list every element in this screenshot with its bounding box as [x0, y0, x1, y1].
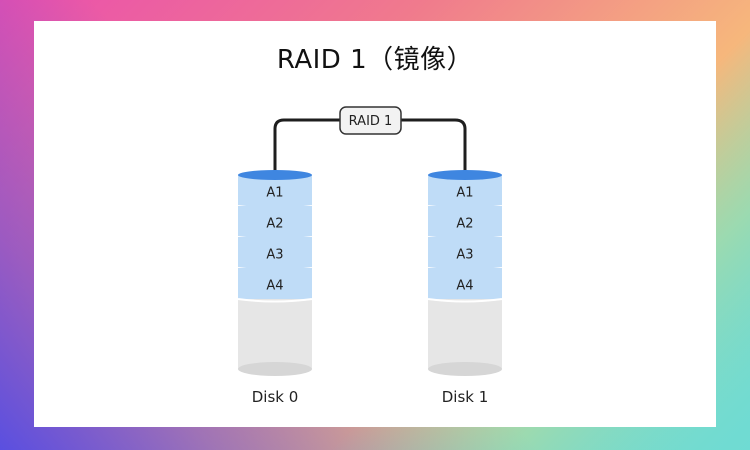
disk-top	[238, 170, 312, 180]
block-label: A1	[266, 186, 283, 201]
block-label: A4	[266, 279, 283, 294]
disk-name: Disk 1	[442, 388, 489, 406]
block-fill	[428, 268, 502, 299]
data-block: A2	[237, 206, 313, 241]
raid-controller-box: RAID 1	[339, 106, 402, 135]
disk-bottom	[238, 362, 312, 376]
data-block: A1	[237, 175, 313, 210]
block-separator	[427, 298, 503, 303]
disk-name: Disk 0	[252, 388, 299, 406]
block-fill	[428, 237, 502, 268]
block-label: A2	[456, 217, 473, 232]
block-separator	[237, 298, 313, 303]
page-title: RAID 1（镜像）	[276, 45, 474, 75]
data-block: A4	[237, 268, 313, 303]
raid-controller-label: RAID 1	[349, 114, 393, 129]
block-fill	[428, 175, 502, 206]
block-fill	[238, 268, 312, 299]
block-fill	[238, 237, 312, 268]
block-fill	[428, 206, 502, 237]
block-label: A3	[266, 248, 283, 263]
data-block: A3	[427, 237, 503, 272]
block-fill	[238, 206, 312, 237]
block-label: A4	[456, 279, 473, 294]
data-block: A3	[237, 237, 313, 272]
block-fill	[238, 175, 312, 206]
data-block: A4	[427, 268, 503, 303]
disk-bottom	[428, 362, 502, 376]
block-label: A1	[456, 186, 473, 201]
block-label: A3	[456, 248, 473, 263]
data-block: A2	[427, 206, 503, 241]
disk-top	[428, 170, 502, 180]
data-block: A1	[427, 175, 503, 210]
block-label: A2	[266, 217, 283, 232]
